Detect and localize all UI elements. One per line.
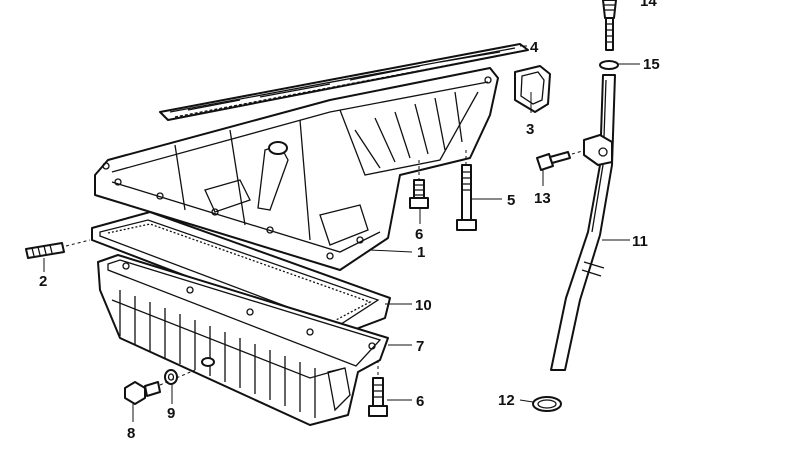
part-6-bolt-lower [368,360,388,417]
callout-8: 8 [127,425,135,442]
callout-5: 5 [507,192,515,209]
part-4-cover-gasket [159,43,529,121]
part-10-gasket [91,211,391,336]
callout-14: 14 [640,0,657,10]
part-6-bolt-upper [409,160,429,209]
callout-7: 7 [416,338,424,355]
leader-lines [43,45,640,422]
part-1-upper-oil-pan [94,67,499,271]
callout-1: 1 [417,244,425,261]
callout-3: 3 [526,121,534,138]
part-3-grommet [514,65,551,113]
part-14-dipstick [602,0,617,51]
part-11-dipstick-tube [550,74,616,371]
callout-15: 15 [643,56,660,73]
callout-6-lower: 6 [416,393,424,410]
part-15-oring [599,60,619,70]
callout-13: 13 [534,190,551,207]
callout-2: 2 [39,273,47,290]
callout-9: 9 [167,405,175,422]
callout-11: 11 [632,233,648,250]
callout-12: 12 [498,392,515,409]
part-9-washer [164,369,178,385]
callout-4: 4 [530,39,539,56]
part-2-stud [25,239,91,259]
part-8-drain-plug [124,369,196,405]
part-13-bolt [536,149,587,171]
part-12-oring [532,396,562,412]
callout-labels: 1 2 3 4 5 6 6 7 8 9 10 11 12 13 14 15 [39,0,660,442]
part-7-lower-oil-pan [97,254,389,426]
callout-6-upper: 6 [415,226,423,243]
part-5-long-bolt [456,150,477,231]
callout-10: 10 [415,297,432,314]
